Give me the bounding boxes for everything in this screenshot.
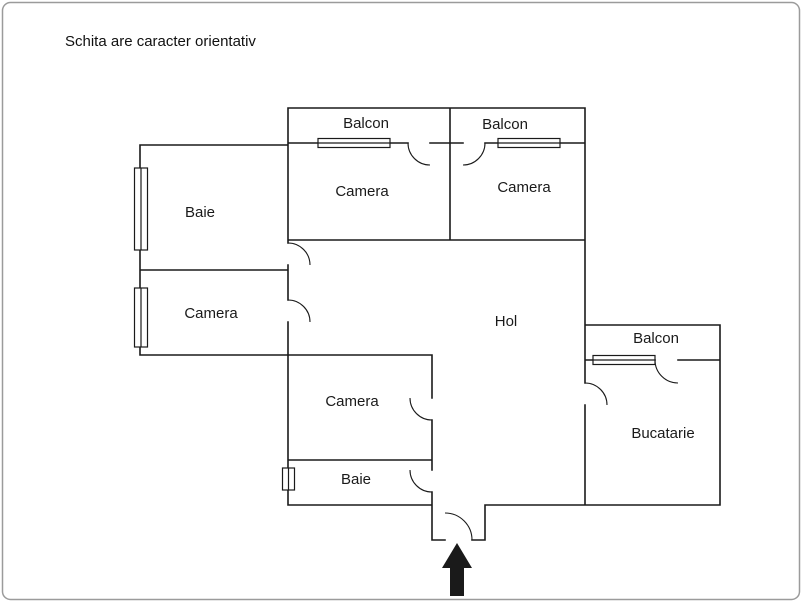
label-hol: Hol: [495, 313, 518, 330]
label-camera-middle: Camera: [325, 393, 379, 410]
disclaimer-title: Schita are caracter orientativ: [65, 33, 256, 50]
label-bucatarie: Bucatarie: [631, 425, 694, 442]
label-balcon-top-left: Balcon: [343, 115, 389, 132]
label-camera-top-right: Camera: [497, 179, 551, 196]
label-balcon-right: Balcon: [633, 330, 679, 347]
door-arcs: [287, 142, 679, 541]
entrance-arrow-icon: [442, 543, 472, 596]
label-camera-left: Camera: [184, 305, 238, 322]
room-labels: Balcon Balcon Camera Camera Baie Camera …: [184, 115, 694, 488]
label-baie-middle: Baie: [341, 471, 371, 488]
label-baie-left: Baie: [185, 204, 215, 221]
windows: [133, 137, 656, 491]
label-balcon-top-right: Balcon: [482, 116, 528, 133]
label-camera-top-left: Camera: [335, 183, 389, 200]
